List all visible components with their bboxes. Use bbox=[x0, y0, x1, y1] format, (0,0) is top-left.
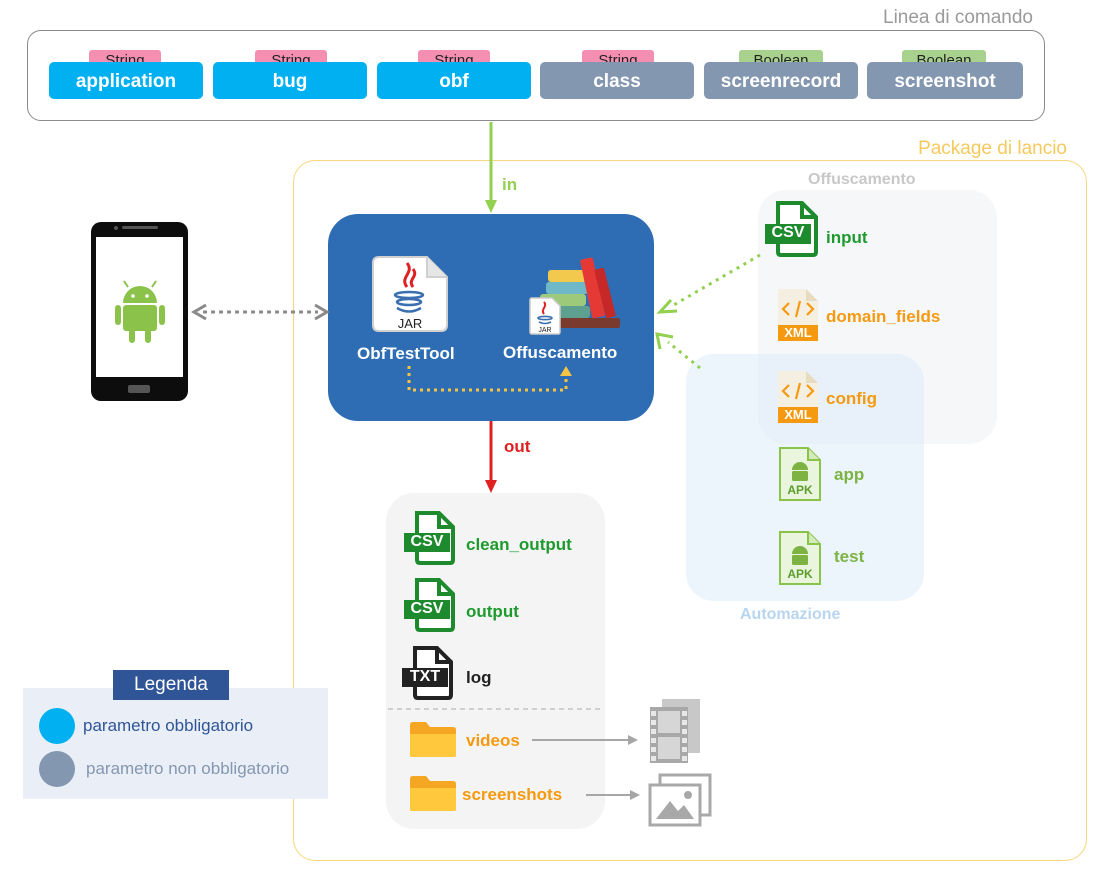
out-arrow-label: out bbox=[504, 437, 531, 456]
csv-badge-text: CSV bbox=[771, 224, 805, 241]
folder-icon bbox=[410, 722, 456, 757]
folder-label-videos: videos bbox=[466, 731, 520, 750]
legend-box bbox=[23, 688, 328, 799]
param-class: class bbox=[540, 62, 694, 99]
legend-required-dot bbox=[39, 708, 75, 744]
video-film-icon bbox=[650, 699, 700, 763]
offuscamento-lib-label: Offuscamento bbox=[503, 343, 618, 362]
launch-package-box bbox=[293, 160, 1087, 861]
in-arrow-label: in bbox=[502, 175, 518, 194]
apk-badge-text: APK bbox=[787, 567, 813, 581]
obftesttool-label: ObfTestTool bbox=[357, 344, 455, 363]
param-screenshot: screenshot bbox=[867, 62, 1023, 99]
csv-badge-text: CSV bbox=[410, 600, 444, 617]
file-label-config: config bbox=[826, 389, 877, 408]
param-obf: obf bbox=[377, 62, 531, 99]
param-application: application bbox=[49, 62, 203, 99]
jar-icon-text: JAR bbox=[538, 327, 552, 334]
legend-required-label: parametro obbligatorio bbox=[83, 716, 254, 735]
txt-file-icon bbox=[402, 646, 453, 700]
csv-file-icon bbox=[404, 578, 455, 632]
android-phone-icon bbox=[91, 222, 188, 401]
jar-file-icon bbox=[372, 256, 448, 332]
library-books-icon bbox=[540, 257, 620, 328]
file-label-log: log bbox=[466, 668, 492, 687]
file-label-test: test bbox=[834, 547, 865, 566]
internal-link-arrow bbox=[407, 366, 572, 392]
xml-badge-text: XML bbox=[784, 407, 812, 422]
launch-package-title: Package di lancio bbox=[918, 138, 1067, 159]
apk-badge-text: APK bbox=[787, 483, 813, 497]
xml-file-icon bbox=[778, 289, 818, 341]
legend-optional-dot bbox=[39, 751, 75, 787]
folder-icon bbox=[410, 776, 456, 811]
command-line-box bbox=[27, 30, 1045, 121]
apk-file-icon bbox=[779, 531, 821, 585]
command-line-title: Linea di comando bbox=[883, 7, 1033, 28]
txt-badge-text: TXT bbox=[409, 668, 441, 685]
file-label-output: output bbox=[466, 602, 519, 621]
xml-file-icon bbox=[778, 371, 818, 423]
file-label-app: app bbox=[834, 465, 865, 484]
param-screenrecord: screenrecord bbox=[704, 62, 858, 99]
folder-label-screenshots: screenshots bbox=[462, 785, 563, 804]
jar-file-icon bbox=[529, 297, 561, 335]
legend-optional-label: parametro non obbligatorio bbox=[86, 759, 290, 778]
file-label-input: input bbox=[826, 228, 868, 247]
automazione-group-title: Automazione bbox=[740, 606, 841, 623]
offuscamento-group-title: Offuscamento bbox=[808, 171, 916, 188]
param-bug: bug bbox=[213, 62, 367, 99]
csv-file-icon bbox=[404, 511, 455, 565]
jar-icon-text: JAR bbox=[397, 316, 423, 331]
file-label-clean-output: clean_output bbox=[466, 535, 572, 554]
file-label-domain-fields: domain_fields bbox=[826, 307, 941, 326]
legend-title: Legenda bbox=[113, 670, 229, 700]
apk-file-icon bbox=[779, 447, 821, 501]
xml-badge-text: XML bbox=[784, 325, 812, 340]
csv-file-icon bbox=[765, 201, 818, 257]
csv-badge-text: CSV bbox=[410, 533, 444, 550]
image-gallery-icon bbox=[648, 773, 712, 827]
